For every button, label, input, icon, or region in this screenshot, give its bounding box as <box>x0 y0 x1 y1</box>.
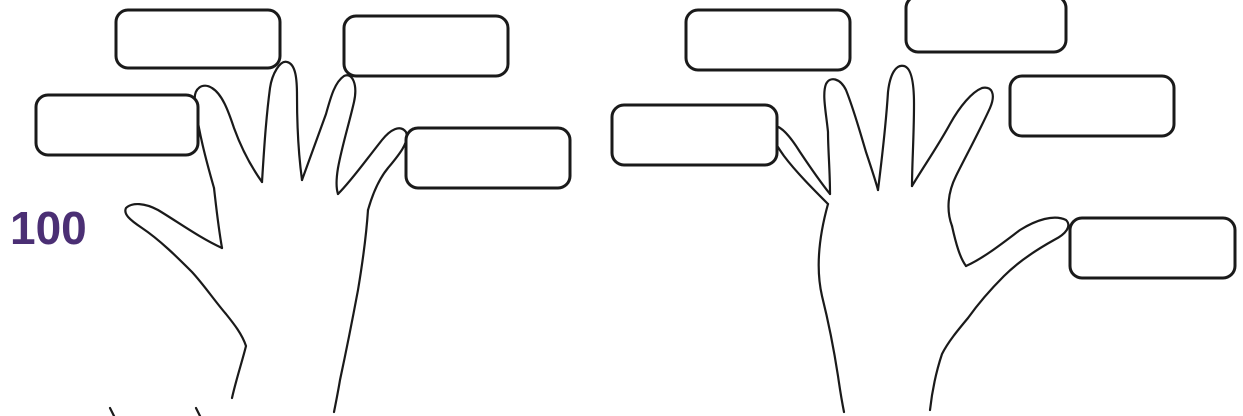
left-hand-thumb <box>125 204 246 398</box>
left-hand-middle <box>302 75 355 194</box>
bottom-edge-mark <box>110 408 114 416</box>
answer-box-right-index[interactable] <box>1010 76 1174 136</box>
left-hand-palm-left-edge <box>214 188 222 248</box>
answer-box-left-pinky[interactable] <box>36 95 198 155</box>
answer-box-right-ring[interactable] <box>686 10 850 70</box>
answer-box-right-middle[interactable] <box>906 0 1066 52</box>
answer-box-right-pinky[interactable] <box>612 105 777 165</box>
right-hand-palm-left-edge <box>819 204 844 412</box>
given-number-label: 100 <box>10 202 87 254</box>
right-hand-thumb <box>930 218 1068 410</box>
answer-box-left-index[interactable] <box>406 128 570 188</box>
left-hand-ring <box>262 62 302 182</box>
answer-box-left-middle[interactable] <box>344 16 508 76</box>
left-hand-boxes <box>36 10 570 188</box>
left-hand-palm-right-edge <box>334 210 368 412</box>
left-hand-pinky <box>195 86 262 188</box>
answer-box-right-thumb[interactable] <box>1070 218 1235 278</box>
right-hand-index <box>912 88 993 226</box>
right-hand-middle <box>878 66 914 190</box>
right-hand-palm-right-edge <box>952 226 966 266</box>
left-hand-index <box>338 128 407 210</box>
right-hand-pinky <box>770 126 830 204</box>
right-hand-ring <box>824 79 878 194</box>
right-hand-boxes <box>612 0 1235 278</box>
answer-box-left-ring[interactable] <box>116 10 280 68</box>
bottom-edge-mark <box>196 408 200 416</box>
